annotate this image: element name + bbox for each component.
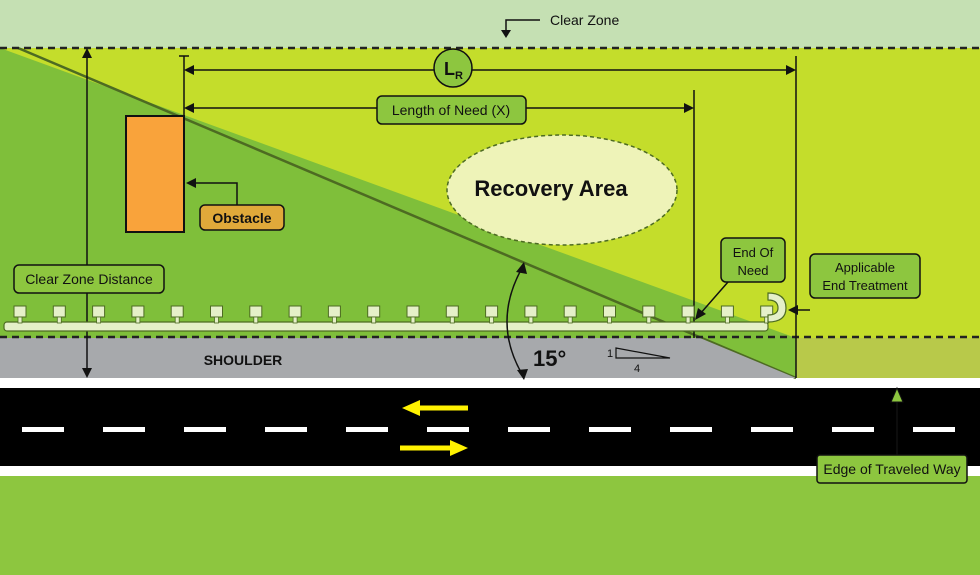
lower-left-triangle bbox=[0, 48, 796, 378]
lane-arrow-right bbox=[400, 440, 468, 456]
edge-of-traveled-way-pointer bbox=[890, 386, 904, 455]
guardrail-post-stem bbox=[410, 316, 416, 324]
end-of-need-pointer bbox=[695, 281, 729, 320]
applicable-label-line2: End Treatment bbox=[822, 278, 908, 293]
guardrail-post-stem bbox=[725, 316, 730, 324]
guardrail-post bbox=[52, 305, 66, 318]
slope-run-label: 4 bbox=[634, 363, 640, 375]
guardrail-post-stem bbox=[528, 316, 534, 324]
guardrail-post bbox=[603, 305, 616, 318]
guardrail-post-stem bbox=[214, 316, 219, 324]
end-treatment-curve bbox=[767, 292, 787, 323]
guardrail-post bbox=[249, 305, 263, 318]
slope-rise-label: 1 bbox=[607, 348, 613, 360]
length-of-need-label: Length of Need (X) bbox=[392, 102, 510, 118]
recovery-area-label: Recovery Area bbox=[474, 176, 628, 201]
clear-zone-distance-label: Clear Zone Distance bbox=[25, 271, 153, 287]
guardrail-post bbox=[681, 305, 695, 318]
guardrail-post-stem bbox=[135, 316, 141, 324]
center-dashes bbox=[22, 427, 955, 432]
guardrail-post-stem bbox=[253, 316, 259, 324]
guardrail-post bbox=[445, 305, 459, 318]
road-surface bbox=[0, 388, 980, 466]
guardrail-post-stem bbox=[371, 316, 377, 324]
guardrail-post-stem bbox=[292, 316, 298, 324]
applicable-pointer bbox=[788, 305, 810, 315]
edge-of-traveled-way-box bbox=[816, 454, 968, 484]
clear-zone-band bbox=[0, 0, 980, 48]
lane-arrow-left bbox=[402, 400, 468, 416]
lr-dimension bbox=[179, 55, 797, 378]
clear-zone-distance-dimension bbox=[82, 48, 92, 378]
guardrail-post-stem bbox=[56, 316, 62, 324]
recovery-area-ellipse bbox=[446, 134, 678, 246]
guardrail-post-stem bbox=[646, 316, 652, 324]
slope-indicator bbox=[615, 347, 671, 359]
clear-zone-distance-box bbox=[13, 264, 165, 294]
obstacle-label: Obstacle bbox=[212, 210, 271, 226]
guardrail-post-stem bbox=[685, 316, 691, 324]
length-of-need-box bbox=[376, 95, 527, 125]
guardrail-post bbox=[524, 305, 538, 318]
guardrail-post-stem bbox=[607, 316, 612, 324]
guardrail-post bbox=[406, 305, 420, 318]
guardrail-post bbox=[485, 305, 499, 318]
guardrail-post bbox=[327, 305, 341, 318]
guardrail-post bbox=[92, 305, 106, 318]
guardrail-posts bbox=[13, 305, 774, 324]
end-of-need-label-line2: Need bbox=[737, 263, 768, 278]
guardrail-post-stem bbox=[96, 316, 101, 324]
shoulder bbox=[0, 338, 796, 378]
guardrail-post bbox=[563, 305, 577, 318]
guardrail-post-stem bbox=[489, 316, 495, 324]
applicable-end-treatment-box bbox=[809, 253, 921, 299]
guardrail-post bbox=[131, 305, 145, 318]
guardrail-post bbox=[13, 305, 27, 318]
guardrail-post bbox=[288, 305, 302, 318]
angle-label: 15° bbox=[533, 346, 566, 371]
guardrail-post bbox=[720, 305, 734, 318]
right-shoulder-area bbox=[796, 338, 980, 378]
lr-circle bbox=[433, 48, 473, 88]
guardrail-post-stem bbox=[567, 316, 573, 324]
guardrail-rail bbox=[3, 321, 769, 332]
guardrail-post bbox=[642, 305, 656, 318]
end-of-need-label-line1: End Of bbox=[733, 245, 774, 260]
obstacle-block bbox=[125, 115, 185, 233]
guardrail-post-stem bbox=[449, 316, 455, 324]
guardrail-post-stem bbox=[174, 316, 180, 324]
guardrail-post-stem bbox=[331, 316, 337, 324]
end-of-need-box bbox=[720, 237, 786, 283]
far-roadside bbox=[0, 476, 980, 575]
obstacle-pointer bbox=[186, 178, 238, 205]
shoulder-label: SHOULDER bbox=[204, 352, 283, 368]
guardrail-post bbox=[210, 305, 223, 318]
lr-label: LR bbox=[444, 59, 463, 82]
clear-zone-pointer bbox=[501, 19, 540, 38]
clear-zone-label: Clear Zone bbox=[550, 12, 619, 28]
edge-of-traveled-way-label: Edge of Traveled Way bbox=[823, 461, 960, 477]
angle-arc bbox=[506, 262, 528, 380]
guardrail-post bbox=[170, 305, 184, 318]
guardrail-post bbox=[367, 305, 381, 318]
guardrail-post-stem bbox=[17, 316, 23, 324]
applicable-label-line1: Applicable bbox=[835, 260, 895, 275]
obstacle-label-box bbox=[199, 204, 285, 231]
